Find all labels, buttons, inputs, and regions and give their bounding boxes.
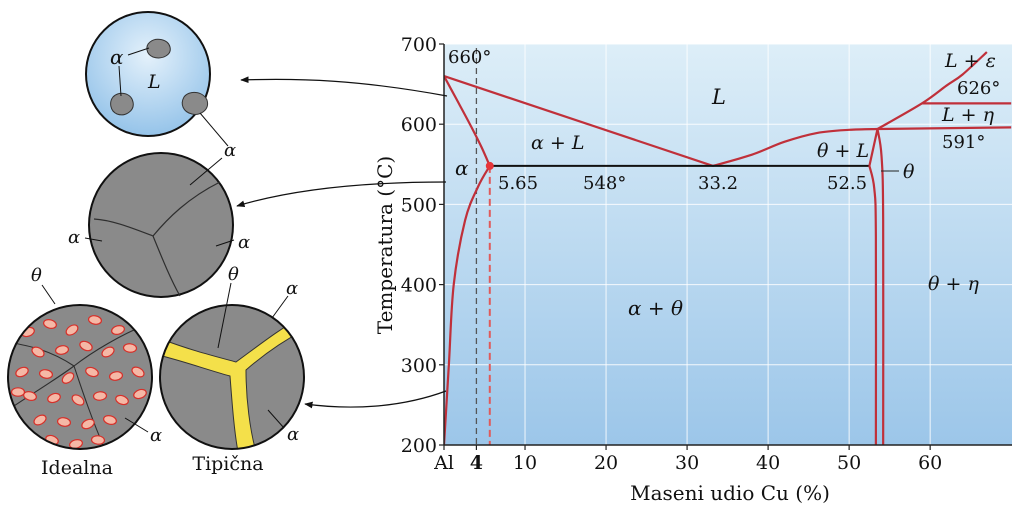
typical-alpha-top: α: [286, 278, 298, 299]
phase-boundary-line: [868, 165, 878, 445]
liquid-alpha-label: α: [110, 45, 124, 69]
theta-precipitate: [56, 417, 72, 427]
y-tick-label: 300: [401, 355, 437, 377]
x-tick-label: 10: [513, 452, 537, 474]
ideal-caption: Idealna: [41, 457, 113, 479]
theta-precipitate: [111, 325, 125, 335]
phase-boundary-line: [877, 126, 1012, 131]
annotation-591: 591°: [942, 132, 985, 153]
x-tick-label: Al: [433, 452, 454, 474]
theta-precipitate: [79, 340, 93, 352]
annotation-548: 548°: [583, 173, 626, 194]
annotation-660: 660°: [448, 47, 491, 68]
phase-boundary-line: [444, 75, 714, 167]
grid: [444, 43, 1012, 445]
phase-boundary-line: [712, 127, 878, 167]
theta-precipitate: [31, 346, 45, 358]
y-tick-label: 500: [401, 194, 437, 216]
y-axis-label: Temperatura (°C): [373, 156, 397, 334]
axes: [443, 44, 1012, 446]
theta-precipitate: [122, 343, 138, 353]
label-alpha-L: α + L: [531, 132, 584, 154]
label-L: L: [711, 85, 726, 109]
annotation-52-5: 52.5: [827, 173, 867, 194]
y-tick-label: 400: [401, 275, 437, 297]
theta-precipitate: [33, 414, 47, 426]
typical-theta-label: θ: [228, 264, 239, 285]
x-axis-label: Maseni udio Cu (%): [630, 481, 830, 505]
theta-precipitate: [43, 319, 57, 329]
theta-precipitate: [108, 371, 124, 381]
liquid-L-label: L: [147, 71, 161, 93]
label-L-eps: L + ε: [944, 50, 996, 72]
y-tick-label: 200: [401, 435, 437, 457]
micro-ideal: θ α Idealna: [7, 265, 162, 479]
micro-solid: α α α: [68, 140, 250, 298]
theta-precipitate: [103, 415, 117, 425]
theta-precipitate: [115, 394, 129, 406]
x-tick-label: 40: [756, 452, 780, 474]
annotation-5-65: 5.65: [498, 173, 538, 194]
theta-precipitate: [65, 324, 79, 336]
label-alpha: α: [455, 156, 469, 180]
theta-precipitate: [61, 372, 75, 384]
guide-lines: [475, 48, 491, 445]
theta-precipitate: [131, 366, 145, 378]
phase-boundary-line: [876, 51, 988, 130]
theta-precipitate: [81, 418, 95, 430]
phase-boundary-line: [868, 128, 879, 167]
x-tick-label: 30: [675, 452, 699, 474]
label-alpha-theta: α + θ: [628, 296, 683, 320]
micro-liquid: α L: [85, 11, 229, 147]
theta-precipitate: [47, 392, 61, 404]
phase-boundary-line: [444, 165, 491, 445]
theta-precipitate: [85, 366, 99, 378]
label-L-eta: L + η: [941, 104, 995, 126]
theta-precipitate: [10, 387, 26, 397]
label-theta-L: θ + L: [817, 140, 869, 162]
highlight-point: [485, 161, 494, 170]
y-tick-label: 600: [401, 114, 437, 136]
plot-area: [444, 44, 1012, 445]
theta-precipitate: [101, 346, 115, 358]
phase-boundary-line: [876, 128, 885, 445]
theta-precipitate: [87, 315, 103, 325]
ideal-alpha-label: α: [150, 425, 162, 446]
phase-boundaries: [444, 51, 1012, 445]
x-tick-label: 20: [594, 452, 618, 474]
ideal-theta-label: θ: [31, 265, 42, 286]
typical-caption: Tipična: [192, 453, 263, 475]
solid-alpha-left: α: [68, 227, 80, 248]
solid-alpha-right: α: [238, 232, 250, 253]
label-theta: θ: [903, 161, 915, 183]
connector-arrows: [236, 76, 448, 409]
theta-precipitate: [54, 345, 70, 355]
theta-precipitate: [38, 369, 54, 379]
annotation-626: 626°: [957, 78, 1000, 99]
theta-precipitate: [90, 435, 106, 445]
x-tick-label: 4: [470, 452, 483, 474]
annotation-33-2: 33.2: [698, 173, 738, 194]
y-tick-label: 700: [401, 34, 437, 56]
phase-boundary-line: [444, 75, 491, 167]
theta-precipitate: [133, 388, 147, 400]
theta-precipitate: [92, 391, 108, 401]
label-theta-eta: θ + η: [928, 273, 979, 295]
solid-alpha-top: α: [224, 140, 236, 161]
theta-precipitate: [15, 366, 29, 378]
micro-typical: θ α α Tipična: [159, 264, 305, 475]
theta-precipitate: [71, 394, 85, 406]
x-tick-label: 60: [918, 452, 942, 474]
typical-alpha-bottom: α: [287, 424, 299, 445]
x-tick-label: 50: [837, 452, 861, 474]
